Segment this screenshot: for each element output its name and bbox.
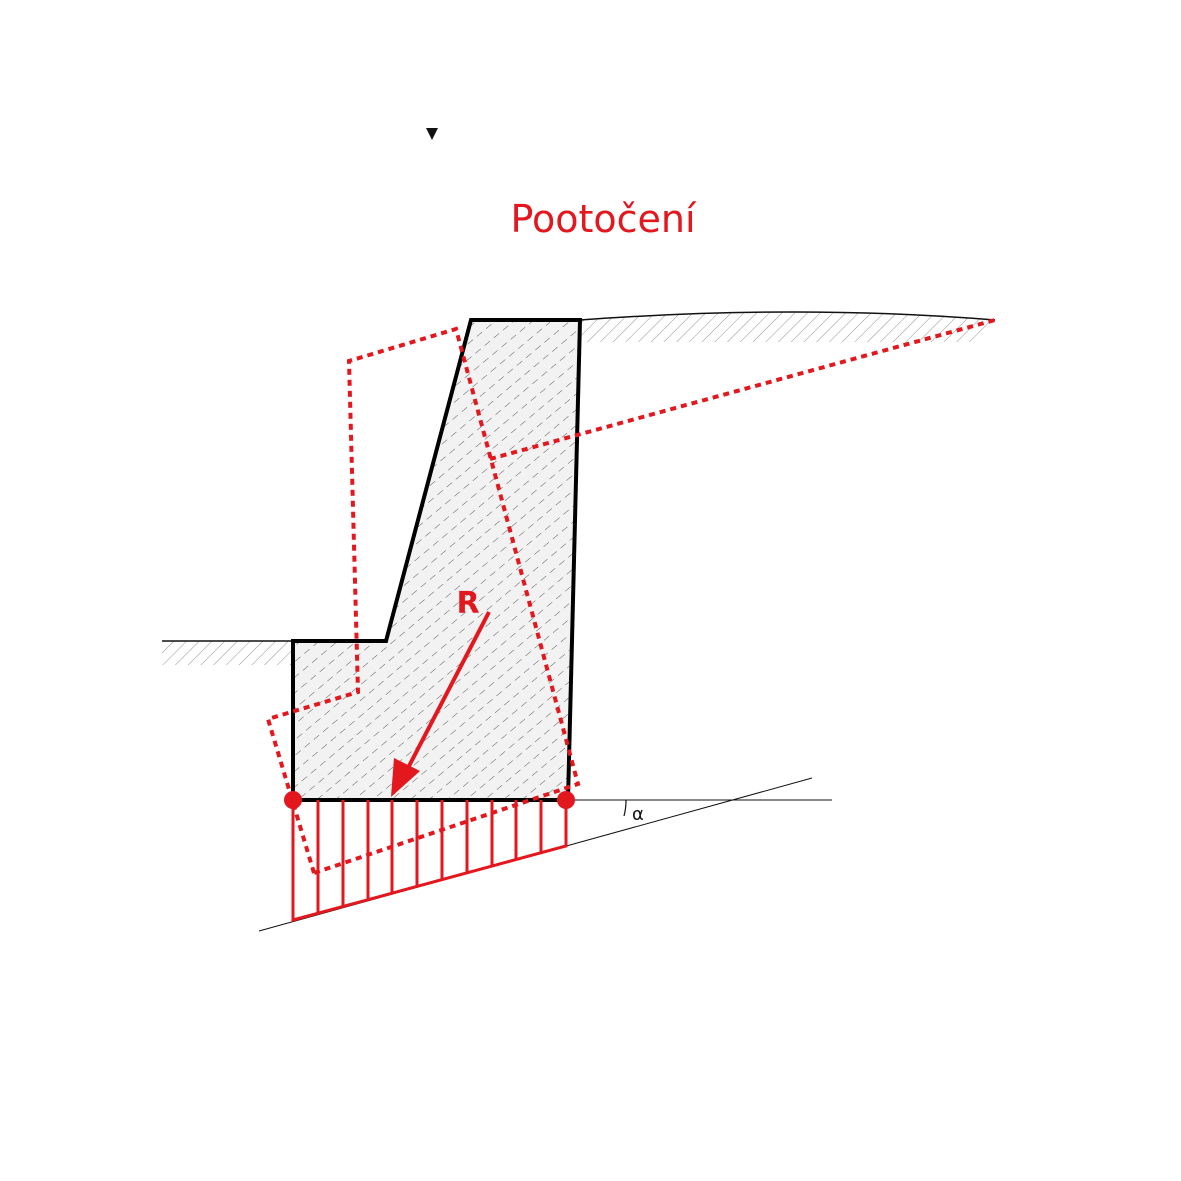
rotated-wall-outline xyxy=(265,326,581,876)
diagram-title: Pootočení xyxy=(510,197,697,241)
retaining-wall xyxy=(291,318,583,802)
backfill-surface xyxy=(579,311,996,342)
base-point-right xyxy=(557,791,575,809)
base-point-left xyxy=(284,791,302,809)
angle-label: α xyxy=(632,804,644,825)
angle-arc xyxy=(623,799,627,817)
base-stress-diagram xyxy=(291,800,568,922)
resultant-force-arrow xyxy=(391,611,491,797)
resultant-label: R xyxy=(456,586,479,621)
triangle-down-icon xyxy=(426,128,438,140)
